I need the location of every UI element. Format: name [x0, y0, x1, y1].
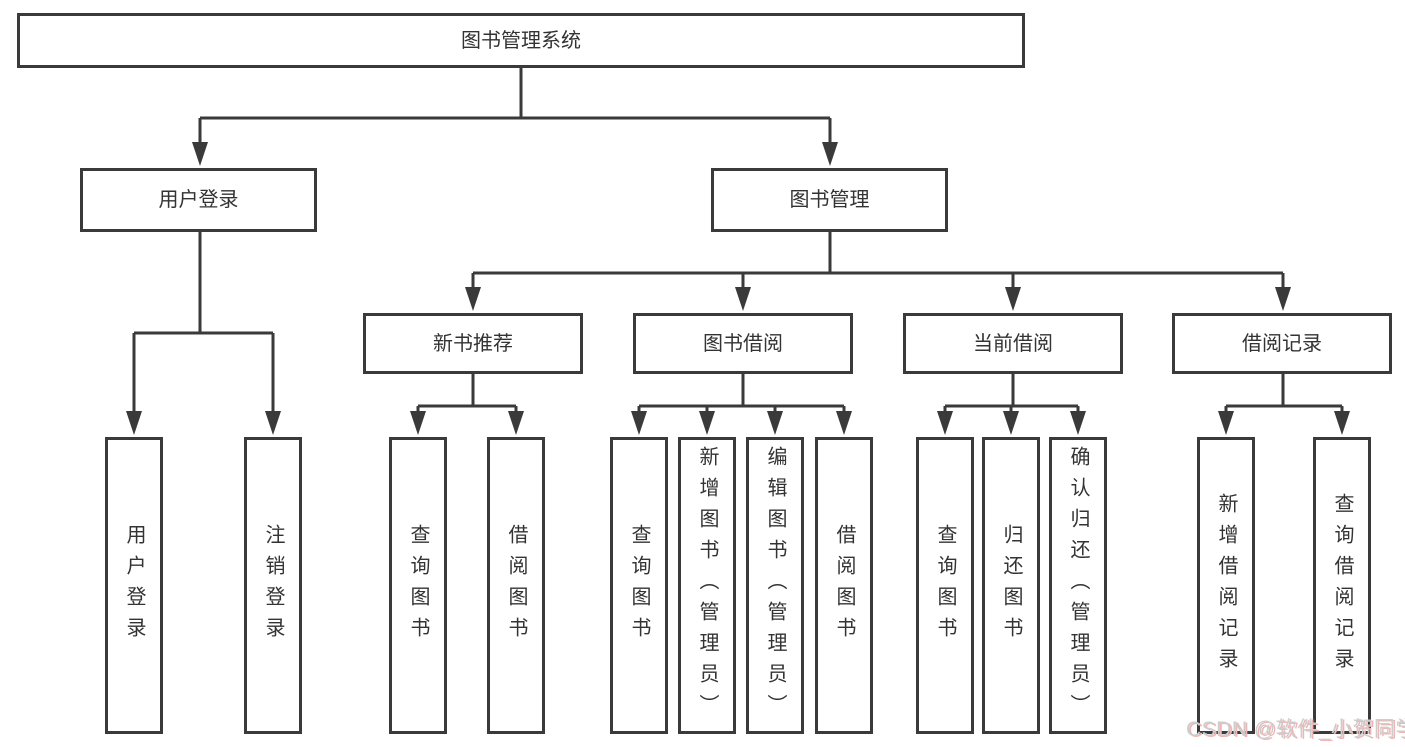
- node-label: 新书推荐: [433, 332, 513, 355]
- node-label: 当前借阅: [973, 332, 1053, 355]
- leaf-return-book: 归还图书: [982, 437, 1040, 734]
- leaf-query-borrow-record: 查询借阅记录: [1313, 437, 1371, 734]
- node-book-management-branch: 图书管理: [711, 168, 948, 232]
- leaf-label: 借阅图书: [833, 523, 855, 648]
- node-root-label: 图书管理系统: [461, 29, 581, 52]
- leaf-query-books-2: 查询图书: [610, 437, 668, 734]
- leaf-label: 查询图书: [934, 523, 956, 648]
- leaf-borrow-books-1: 借阅图书: [487, 437, 545, 734]
- leaf-label: 查询借阅记录: [1331, 492, 1353, 679]
- node-book-borrowing: 图书借阅: [633, 313, 853, 374]
- node-user-login-branch: 用户登录: [80, 168, 317, 232]
- node-label: 借阅记录: [1242, 332, 1322, 355]
- csdn-watermark: CSDN @软件_小贺同学: [1186, 718, 1405, 741]
- leaf-user-login: 用户登录: [105, 437, 163, 734]
- leaf-label: 用户登录: [123, 523, 145, 648]
- leaf-label: 归还图书: [1000, 523, 1022, 648]
- node-current-borrowing: 当前借阅: [903, 313, 1123, 374]
- leaf-query-books-1: 查询图书: [389, 437, 447, 734]
- leaf-label: 注销登录: [262, 523, 284, 648]
- leaf-label: 借阅图书: [505, 523, 527, 648]
- leaf-label: 新增图书（管理员）: [696, 446, 718, 725]
- leaf-confirm-return-admin: 确认归还（管理员）: [1049, 437, 1107, 734]
- leaf-label: 查询图书: [407, 523, 429, 648]
- leaf-logout: 注销登录: [244, 437, 302, 734]
- leaf-add-book-admin: 新增图书（管理员）: [678, 437, 736, 734]
- node-borrowing-records: 借阅记录: [1172, 313, 1392, 374]
- node-label: 用户登录: [158, 189, 239, 211]
- leaf-label: 新增借阅记录: [1215, 492, 1237, 679]
- leaf-label: 编辑图书（管理员）: [764, 446, 786, 725]
- node-label: 图书借阅: [703, 332, 783, 355]
- leaf-label: 查询图书: [628, 523, 650, 648]
- leaf-add-borrow-record: 新增借阅记录: [1197, 437, 1255, 734]
- node-root: 图书管理系统: [17, 13, 1025, 68]
- leaf-query-books-3: 查询图书: [916, 437, 974, 734]
- leaf-edit-book-admin: 编辑图书（管理员）: [746, 437, 804, 734]
- leaf-label: 确认归还（管理员）: [1067, 446, 1089, 725]
- node-new-book-recommend: 新书推荐: [363, 313, 583, 374]
- leaf-borrow-books-2: 借阅图书: [815, 437, 873, 734]
- node-label: 图书管理: [789, 189, 870, 211]
